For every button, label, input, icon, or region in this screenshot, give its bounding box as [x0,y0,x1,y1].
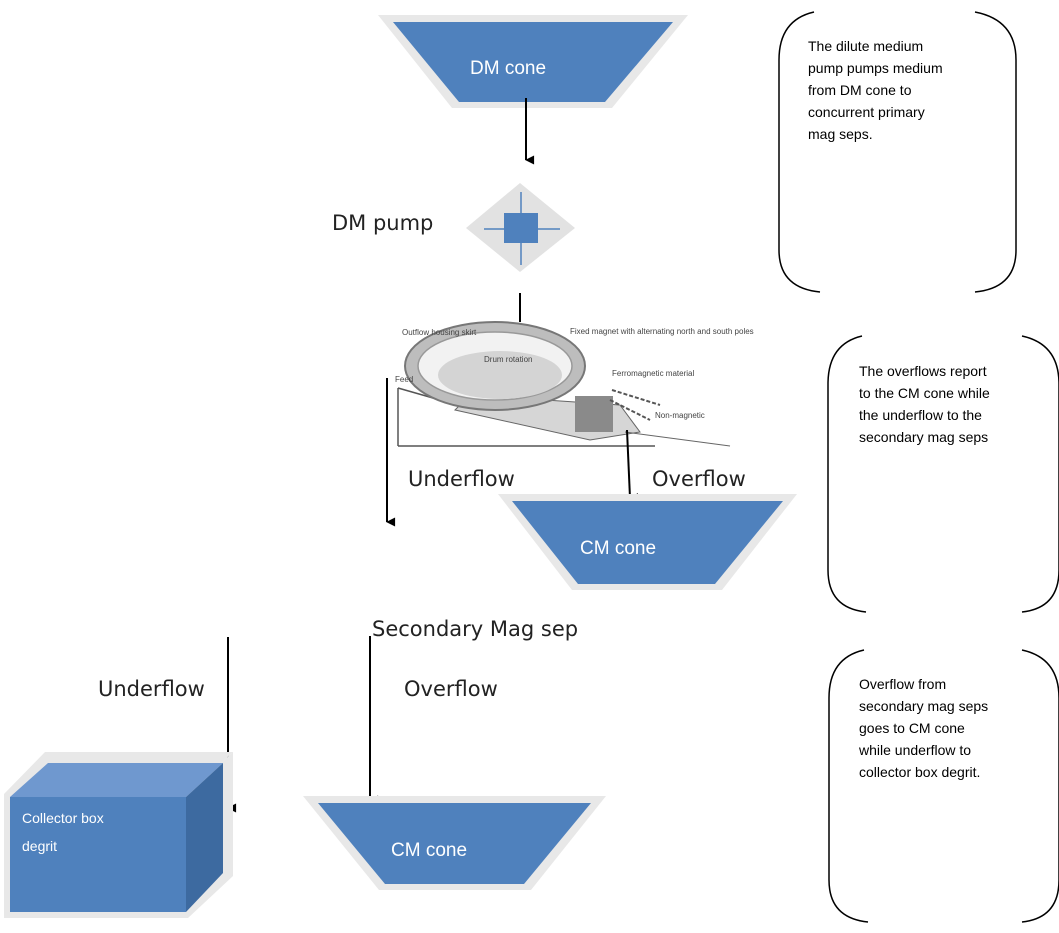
cm-cone-1-label: CM cone [580,538,657,559]
secondary-mag-sep-label: Secondary Mag sep [372,617,579,641]
illustration-text: Feed [395,375,413,384]
note-dm-pump: The dilute medium pump pumps medium from… [808,38,943,142]
magnetic-separator-illustration: Outflow housing skirt Feed Drum rotation… [385,321,754,452]
cm-cone-2-label: CM cone [391,840,468,861]
note-secondary-mag-seps: Overflow from secondary mag seps goes to… [859,676,989,780]
overflow-label-2: Overflow [404,677,498,701]
collector-box-shape [4,752,233,918]
cm-cone-2-shape [303,796,606,890]
note-frame-3 [828,649,1059,923]
illustration-text: Drum rotation [484,355,532,364]
dm-pump-icon [466,183,575,272]
collector-box-label: Collector box degrit [22,810,104,854]
dm-cone-label: DM cone [470,58,547,79]
dm-pump-label: DM pump [332,211,434,235]
note-frame-2 [827,335,1059,613]
dm-cone-shape [378,15,688,108]
illustration-text: Fixed magnet with alternating north and … [570,327,754,336]
illustration-text: Ferromagnetic material [612,369,694,378]
note-overflows: The overflows report to the CM cone whil… [859,363,990,445]
overflow-label-1: Overflow [652,467,746,491]
cm-cone-1-shape [498,494,797,590]
underflow-label-2: Underflow [98,677,205,701]
illustration-text: Outflow housing skirt [402,328,477,337]
underflow-label-1: Underflow [408,467,515,491]
illustration-text: Non-magnetic [655,411,705,420]
note-frame-1 [778,11,1017,293]
overflow-arrow [626,429,639,503]
